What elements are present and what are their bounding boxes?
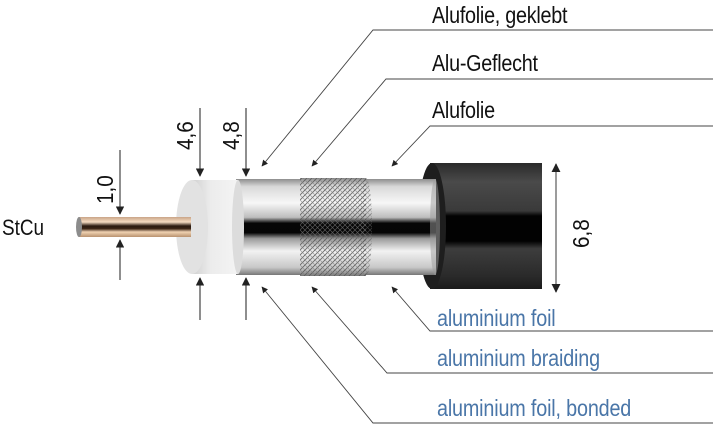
label-de-braid: Alu-Geflecht <box>432 50 538 76</box>
dim-label-jacket: 6,8 <box>568 219 594 248</box>
label-de-outer-foil: Alufolie, geklebt <box>432 2 568 28</box>
dim-label-foil: 4,8 <box>218 121 244 150</box>
label-core-material: StCu <box>2 215 45 240</box>
label-en-outer-foil: aluminium foil, bonded <box>437 395 632 421</box>
leader-lines-bottom <box>261 286 713 424</box>
label-de-inner-foil: Alufolie <box>432 97 495 123</box>
shield-layers <box>236 178 440 276</box>
inner-conductor <box>76 217 191 237</box>
leader-lines-top <box>261 29 713 167</box>
dim-label-dielectric: 4,6 <box>172 121 198 150</box>
dielectric <box>176 180 244 274</box>
dim-label-conductor: 1,0 <box>92 175 118 204</box>
label-en-braid: aluminium braiding <box>437 345 600 371</box>
label-en-inner-foil: aluminium foil <box>437 305 556 331</box>
